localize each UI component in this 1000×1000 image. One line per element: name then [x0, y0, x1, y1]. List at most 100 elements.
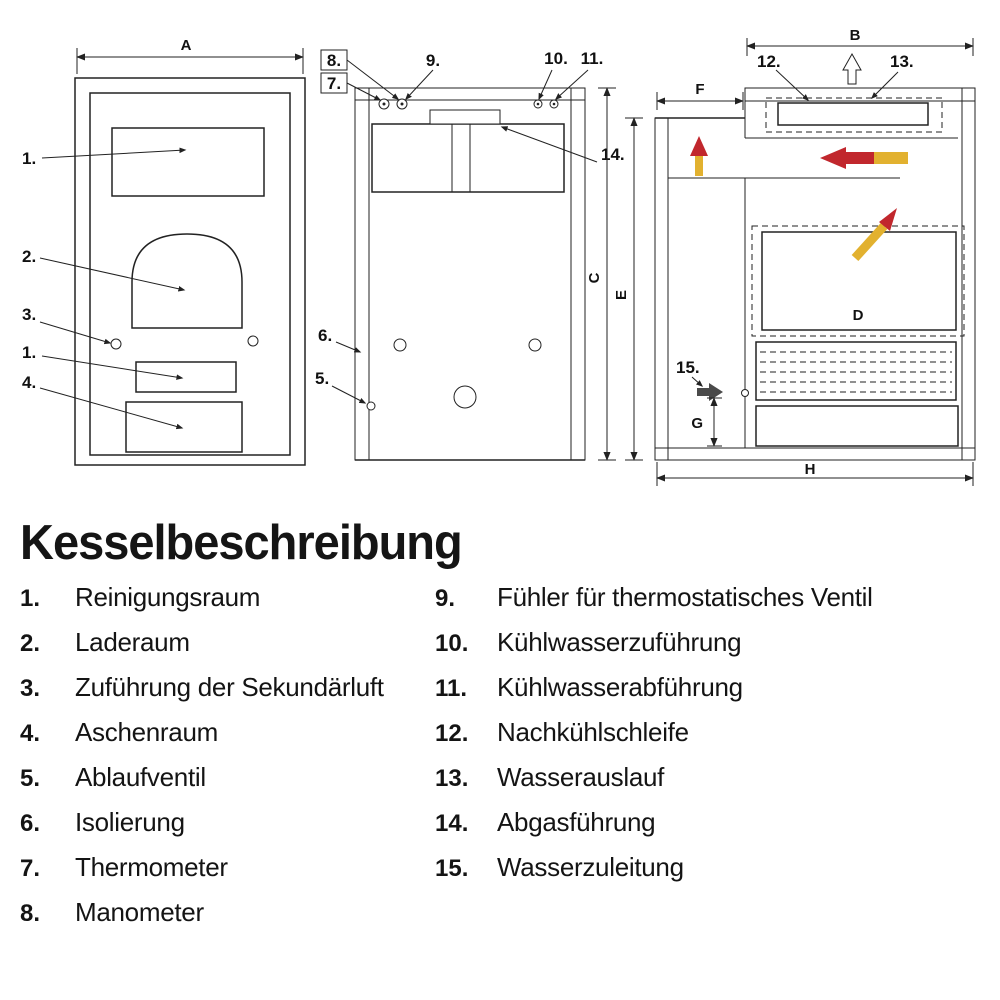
dimension-c: C — [586, 87, 616, 461]
legend-item-label: Laderaum — [75, 627, 190, 657]
flue-chamber — [371, 123, 565, 193]
flame-shaft-diagonal — [851, 222, 888, 262]
legend-item-number: 11. — [435, 675, 468, 702]
callout-5: 5. — [315, 369, 329, 388]
page-title: Kesselbeschreibung — [20, 514, 463, 570]
legend-item-number: 10. — [435, 630, 469, 657]
legend-item-13: 13. Wasserauslauf — [435, 762, 1000, 807]
dimension-a-label: A — [181, 37, 192, 54]
legend-item-number: 8. — [20, 900, 41, 927]
legend-item-number: 15. — [435, 855, 469, 882]
flue-outlet — [429, 109, 501, 125]
legend-item-label: Reinigungsraum — [75, 582, 261, 612]
front-callouts: 1. 2. 3. 1. 4. — [22, 147, 187, 430]
cleaning-door — [111, 127, 265, 197]
legend-item-number: 9. — [435, 585, 456, 612]
section-view — [354, 87, 586, 461]
legend-item-number: 5. — [20, 765, 41, 792]
legend-item-number: 1. — [20, 585, 41, 612]
dimension-c-label: C — [586, 272, 603, 283]
dimension-d-label: D — [853, 307, 864, 324]
flame-head-diagonal — [879, 208, 897, 231]
water-inlet-arrow — [697, 383, 723, 401]
callout-15: 15. — [676, 358, 700, 377]
legend-item-9: 9. Fühler für thermostatisches Ventil — [435, 582, 1000, 627]
legend-item-label: Aschenraum — [75, 717, 218, 747]
legend-item-3: 3.Zuführung der Sekundärluft — [20, 672, 435, 717]
dimension-f-label: F — [695, 81, 704, 98]
callout-12: 12. — [757, 52, 781, 71]
secondary-air-inlet-right — [247, 335, 259, 347]
legend-item-label: Kühlwasserzuführung — [497, 627, 742, 657]
legend-item-4: 4. Aschenraum — [20, 717, 435, 762]
dimension-h: H — [656, 461, 974, 486]
legend-item-number: 7. — [20, 855, 41, 882]
front-view — [74, 77, 306, 466]
callout-13: 13. — [890, 52, 914, 71]
callout-6: 6. — [318, 326, 332, 345]
dimension-h-label: H — [805, 461, 816, 478]
callout-3: 3. — [22, 305, 36, 324]
legend-item-label: Fühler für thermostatisches Ventil — [497, 582, 873, 612]
callout-8: 8. — [327, 51, 341, 70]
flame-flow-arrows — [690, 136, 908, 262]
flame-head-up — [690, 136, 708, 156]
callout-7: 7. — [327, 74, 341, 93]
legend-item-11: 11. Kühlwasserabführung — [435, 672, 1000, 717]
after-cooling-loop — [777, 102, 929, 126]
legend-column-left: 1. Reinigungsraum 2. Laderaum 3.Zuführung … — [20, 582, 435, 942]
callout-4: 4. — [22, 373, 36, 392]
legend-item-7: 7. Thermometer — [20, 852, 435, 897]
legend-item-10: 10. Kühlwasserzuführung — [435, 627, 1000, 672]
callout-9: 9. — [426, 51, 440, 70]
section-right-wall — [570, 87, 586, 461]
drain-valve — [366, 401, 376, 411]
air-port-left — [393, 338, 407, 352]
callout-11: 11. — [581, 49, 604, 68]
legend-item-6: 6.Isolierung — [20, 807, 435, 852]
legend-item-2: 2. Laderaum — [20, 627, 435, 672]
callout-2: 2. — [22, 247, 36, 266]
legend-item-12: 12.Nachkühlschleife — [435, 717, 1000, 762]
dimension-e: E — [613, 117, 643, 461]
dimension-g: G — [691, 397, 722, 447]
dimension-a: A — [76, 37, 304, 74]
legend-item-number: 13. — [435, 765, 469, 792]
legend-item-number: 4. — [20, 720, 41, 747]
legend-item-label: Kühlwasserabführung — [497, 672, 743, 702]
air-port-right — [528, 338, 542, 352]
legend-item-label: Abgasführung — [497, 807, 656, 837]
water-inlet-port — [741, 389, 749, 397]
callout-1a: 1. — [22, 149, 36, 168]
loading-door-arch — [131, 233, 243, 329]
ash-door — [125, 401, 243, 453]
section-top-wall — [354, 87, 586, 101]
inspection-port — [453, 385, 477, 409]
legend-column-right: 9. Fühler für thermostatisches Ventil 10.… — [435, 582, 1000, 942]
legend-item-label: Thermometer — [75, 852, 228, 882]
legend-item-1: 1. Reinigungsraum — [20, 582, 435, 627]
legend-item-label: Wasserauslauf — [497, 762, 665, 792]
cleaning-opening — [135, 361, 237, 393]
dimension-f: F — [656, 81, 744, 110]
side-bottom-wall — [654, 447, 976, 461]
cooling-loop-zone — [765, 97, 943, 133]
legend-item-label: Manometer — [75, 897, 204, 927]
dimension-e-label: E — [613, 290, 630, 300]
legend-item-15: 15.Wasserzuleitung — [435, 852, 1000, 897]
heat-exchanger — [755, 341, 957, 401]
side-top-wall — [744, 87, 976, 102]
ash-drawer — [755, 405, 959, 447]
side-view: D — [654, 52, 976, 461]
legend-item-number: 2. — [20, 630, 41, 657]
section-callouts: 8. 7. 9. 10. 11. 14. 6. 5. — [315, 49, 625, 404]
legend-item-8: 8. Manometer — [20, 897, 435, 942]
legend-item-label: Isolierung — [75, 807, 185, 837]
legend-item-label: Zuführung der Sekundärluft — [75, 672, 384, 702]
legend-item-5: 5.Ablaufventil — [20, 762, 435, 807]
dimension-b-label: B — [850, 27, 861, 44]
dimension-b: B — [746, 27, 974, 56]
secondary-air-inlet-left — [110, 338, 122, 350]
callout-1b: 1. — [22, 343, 36, 362]
boiler-diagram: A 1. 2. 3. 1. 4. 8. — [22, 27, 976, 486]
